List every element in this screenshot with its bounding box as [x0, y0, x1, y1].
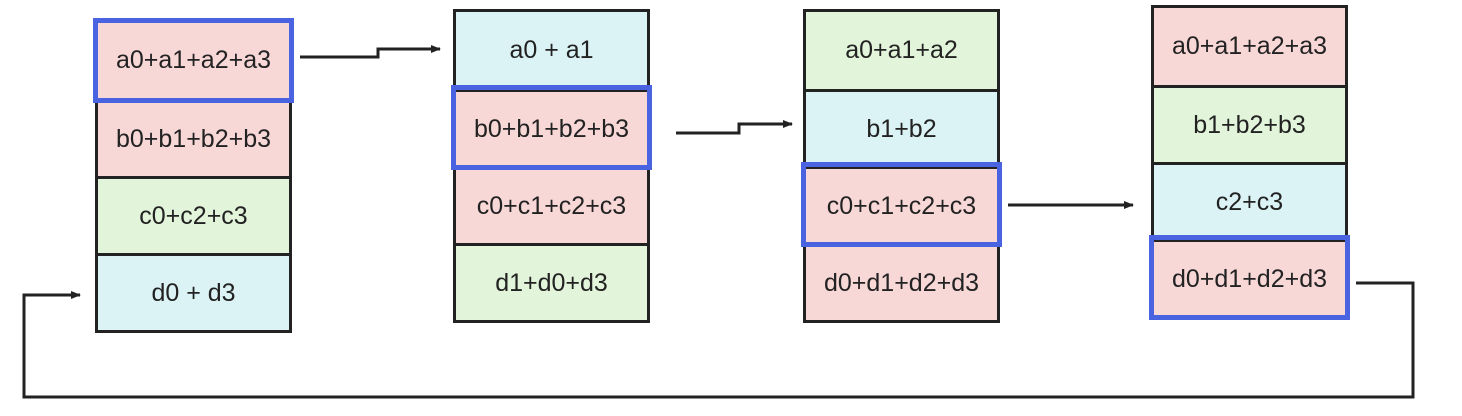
column-1-cell-3: c0+c2+c3 [98, 176, 289, 253]
arrow-col4-wrap-to-col1 [22, 281, 1415, 399]
column-4-cell-2: b1+b2+b3 [1154, 85, 1345, 162]
column-2-cell-2: b0+b1+b2+b3 [456, 89, 647, 166]
arrow-col2-to-col3 [676, 120, 793, 135]
column-2-cell-4: d1+d0+d3 [456, 243, 647, 320]
column-1-cell-2: b0+b1+b2+b3 [98, 99, 289, 176]
column-3-cell-4: d0+d1+d2+d3 [806, 243, 997, 320]
column-4-cell-4: d0+d1+d2+d3 [1154, 239, 1345, 316]
column-1-cell-1: a0+a1+a2+a3 [98, 22, 289, 99]
column-2-cell-3: c0+c1+c2+c3 [456, 166, 647, 243]
column-4-cell-3: c2+c3 [1154, 162, 1345, 239]
arrow-col1-to-col2 [300, 45, 441, 59]
column-3-cell-1: a0+a1+a2 [806, 12, 997, 89]
column-1-cell-4: d0 + d3 [98, 253, 289, 330]
column-3-cell-3: c0+c1+c2+c3 [806, 166, 997, 243]
column-2-cell-1: a0 + a1 [456, 12, 647, 89]
column-3-cell-2: b1+b2 [806, 89, 997, 166]
column-4-cell-1: a0+a1+a2+a3 [1154, 8, 1345, 85]
